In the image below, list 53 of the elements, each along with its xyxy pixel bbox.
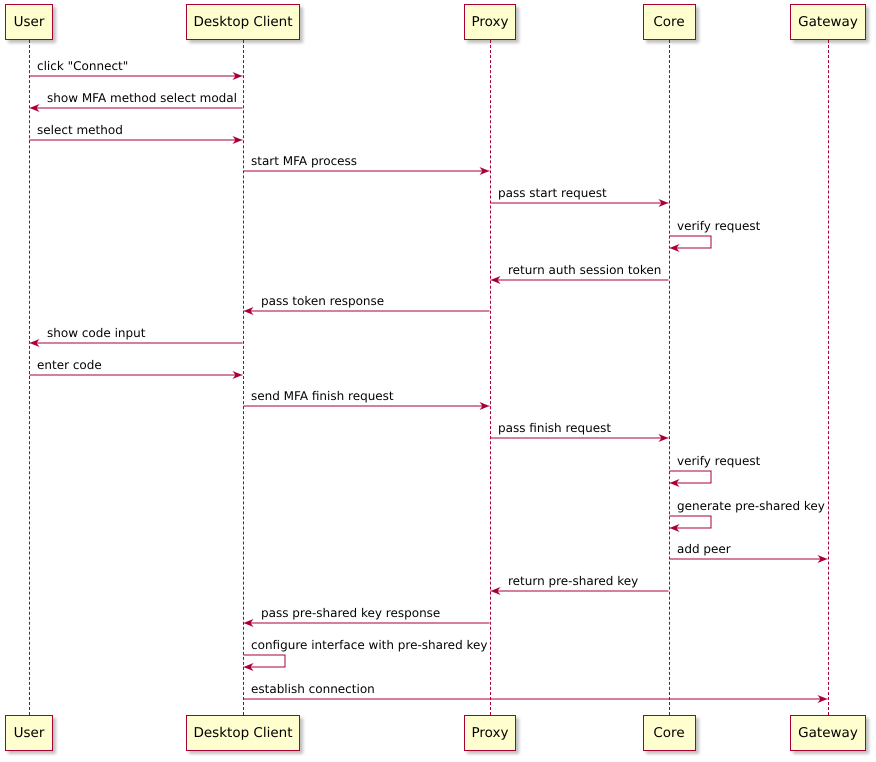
participant-box: Core xyxy=(642,715,696,751)
message-arrow xyxy=(243,695,828,703)
message-label: pass token response xyxy=(261,294,384,308)
message-arrow xyxy=(490,199,669,207)
message-label: return auth session token xyxy=(508,263,662,277)
message-label: start MFA process xyxy=(251,154,358,168)
message-arrow xyxy=(490,434,669,442)
message-label: show code input xyxy=(47,326,146,340)
participant-box: Desktop Client xyxy=(186,4,300,40)
message-arrow xyxy=(243,654,286,671)
message-arrow xyxy=(243,307,490,315)
message-arrow xyxy=(29,339,243,347)
message-label: show MFA method select modal xyxy=(47,91,237,105)
message-label: return pre-shared key xyxy=(508,574,638,588)
message-label: select method xyxy=(37,123,123,137)
lifeline xyxy=(828,40,829,715)
participant-box: Gateway xyxy=(790,4,866,40)
message-label: enter code xyxy=(37,358,102,372)
message-arrow xyxy=(29,136,243,144)
participant-box: Proxy xyxy=(464,715,516,751)
message-arrow xyxy=(669,236,712,252)
message-label: generate pre-shared key xyxy=(677,499,825,513)
message-arrow xyxy=(490,276,669,284)
message-arrow xyxy=(243,402,490,410)
message-label: pass pre-shared key response xyxy=(261,606,440,620)
message-arrow xyxy=(243,619,490,627)
message-arrow xyxy=(29,371,243,379)
message-arrow xyxy=(669,516,712,532)
lifeline xyxy=(669,40,670,715)
message-label: add peer xyxy=(677,542,731,556)
lifeline xyxy=(243,40,244,715)
message-label: configure interface with pre-shared key xyxy=(251,638,488,652)
lifeline xyxy=(490,40,491,715)
participant-box: Proxy xyxy=(464,4,516,40)
message-arrow xyxy=(669,555,828,563)
message-arrow xyxy=(29,104,243,112)
participant-box: User xyxy=(5,715,53,751)
participant-box: User xyxy=(5,4,53,40)
message-label: verify request xyxy=(677,454,760,468)
message-label: send MFA finish request xyxy=(251,389,394,403)
message-arrow xyxy=(29,72,243,80)
participant-box: Core xyxy=(642,4,696,40)
message-label: click "Connect" xyxy=(37,59,128,73)
message-arrow xyxy=(243,167,490,175)
message-label: establish connection xyxy=(251,682,375,696)
lifeline xyxy=(29,40,30,715)
message-label: pass finish request xyxy=(498,421,612,435)
participant-box: Desktop Client xyxy=(186,715,300,751)
message-arrow xyxy=(490,587,669,595)
message-label: pass start request xyxy=(498,186,607,200)
message-label: verify request xyxy=(677,219,760,233)
message-arrow xyxy=(669,470,712,487)
participant-box: Gateway xyxy=(790,715,866,751)
